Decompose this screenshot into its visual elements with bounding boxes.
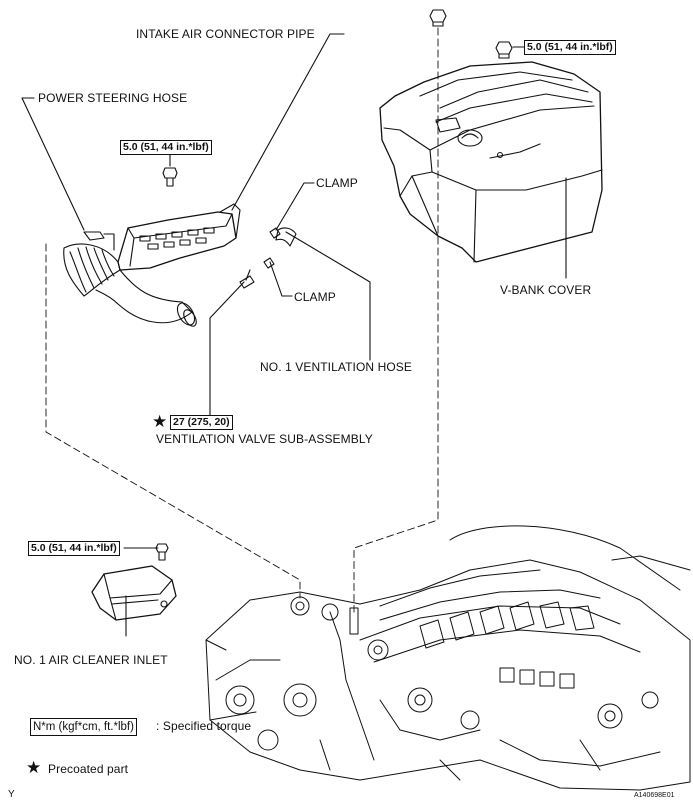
top-nut-part (429, 9, 447, 27)
no1-air-cleaner-inlet-label: NO. 1 AIR CLEANER INLET (14, 653, 168, 667)
v-bank-cover-part (379, 61, 603, 263)
leader-lines (21, 33, 567, 637)
clamp-lower-label: CLAMP (294, 290, 336, 304)
connector-pipe-bolt-part (162, 167, 178, 187)
ventilation-valve-label: VENTILATION VALVE SUB-ASSEMBLY (156, 432, 373, 446)
legend-torque-desc: : Specified torque (156, 719, 252, 733)
v-bank-nut-part (495, 41, 513, 59)
footer-left-code: Y (8, 789, 15, 800)
clamp-upper-label: CLAMP (316, 176, 358, 190)
ventilation-parts (239, 227, 297, 289)
intake-air-connector-pipe-label: INTAKE AIR CONNECTOR PIPE (136, 27, 315, 41)
no1-ventilation-hose-label: NO. 1 VENTILATION HOSE (260, 360, 413, 374)
power-steering-hose-label: POWER STEERING HOSE (38, 91, 188, 105)
ventilation-valve-torque-box: 27 (275, 20) (170, 415, 233, 430)
legend-torque-unit-box: N*m (kgf*cm, ft.*lbf) (30, 718, 137, 736)
air-cleaner-inlet-part (91, 543, 177, 621)
intake-air-connector-pipe-part (63, 203, 241, 327)
v-bank-cover-label: V-BANK COVER (500, 283, 592, 297)
legend-precoated-desc: Precoated part (48, 762, 129, 776)
v-bank-nut-torque-box: 5.0 (51, 44 in.*lbf) (524, 40, 616, 55)
dashed-reference-lines (45, 27, 439, 613)
figure-id: A140698E01 (634, 792, 675, 799)
air-cleaner-inlet-torque-box: 5.0 (51, 44 in.*lbf) (28, 541, 120, 556)
legend-star-icon: ★ (26, 758, 42, 777)
engine-assembly (205, 525, 691, 791)
precoated-star-icon: ★ (152, 412, 168, 431)
connector-pipe-torque-box: 5.0 (51, 44 in.*lbf) (120, 140, 212, 155)
